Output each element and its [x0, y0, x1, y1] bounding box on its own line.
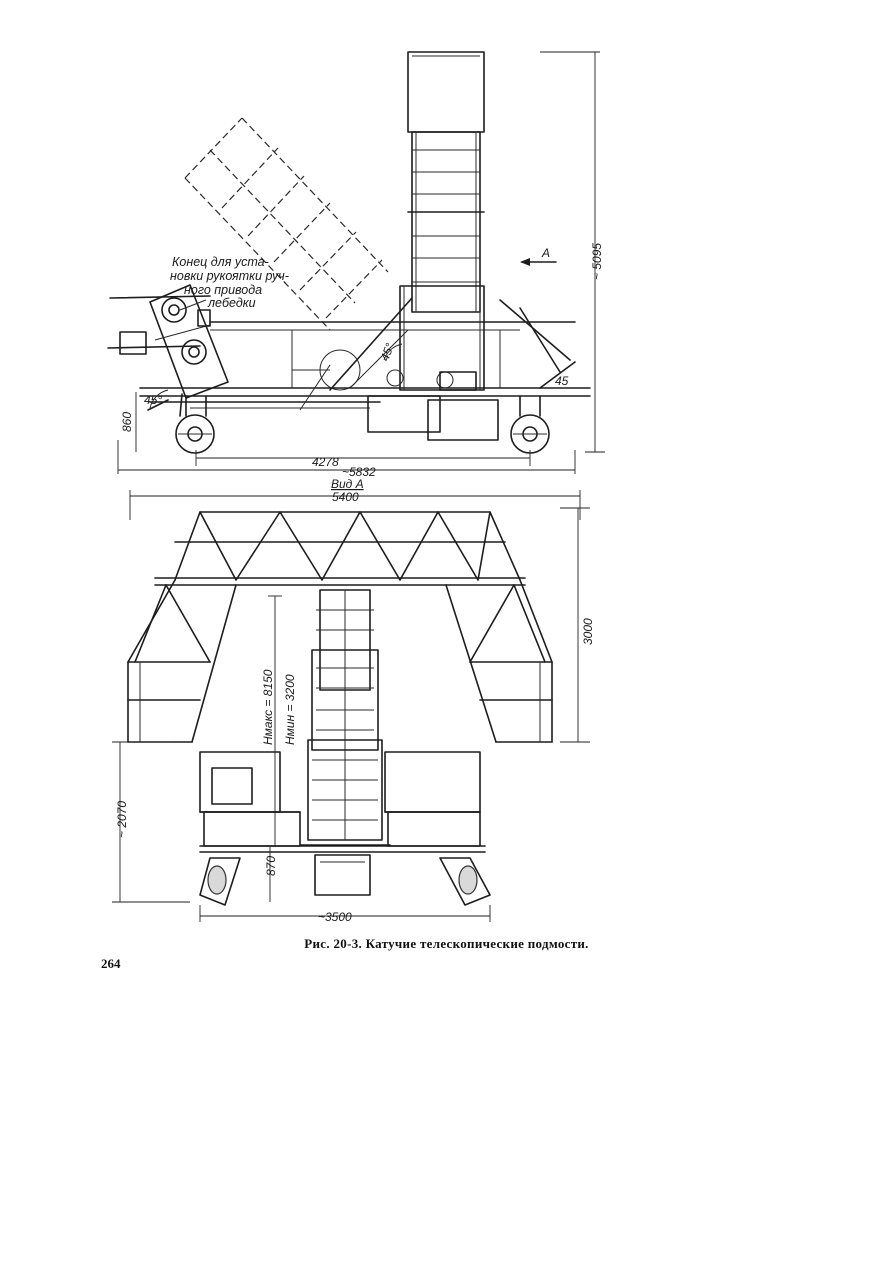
side-view: Конец для уста- новки рукоятки руч- ного… [107, 51, 605, 479]
dim-height-base: 860 [120, 412, 134, 432]
winch-block [107, 284, 229, 417]
note-line-3: ного привода [184, 283, 262, 297]
winch-note: Конец для уста- новки рукоятки руч- ного… [170, 255, 289, 311]
dim-top-width: 5400 [332, 490, 359, 504]
top-truss [127, 511, 553, 743]
tilted-tower-dashed [184, 117, 389, 331]
dim-angle-center: 45° [378, 341, 397, 363]
front-view: Вид А [112, 477, 595, 924]
vertical-tower [399, 51, 485, 391]
dim-wheelbase: 4278 [312, 455, 339, 469]
right-wheel [510, 395, 550, 454]
dim-base-width: ~3500 [318, 910, 352, 924]
dim-angle-left: 45° [144, 393, 162, 407]
dim-base-height: 870 [264, 856, 278, 876]
front-view-title: Вид А [331, 477, 364, 491]
front-dimensions: 5400 3000 Hмакс = 8150 Hмин = 3200 ~ 207… [112, 490, 595, 924]
dim-h-min: Hмин = 3200 [283, 674, 297, 745]
note-line-4: лебедки [207, 296, 256, 310]
front-mast [299, 589, 391, 896]
note-line-2: новки рукоятки руч- [170, 269, 289, 283]
dim-h-max: Hмакс = 8150 [261, 669, 275, 745]
figure-caption: Рис. 20-3. Катучие телескопические подмо… [304, 936, 589, 951]
page-number: 264 [101, 956, 121, 971]
front-base [199, 751, 491, 906]
left-wheel [175, 395, 215, 454]
chassis-frame [139, 297, 591, 441]
dim-total-length: ~5832 [342, 465, 376, 479]
dim-top-height: 3000 [581, 618, 595, 645]
note-line-1: Конец для уста- [172, 255, 269, 269]
dim-angle-right: 45 [555, 374, 569, 388]
side-dimensions: ~ 5095 860 4278 ~5832 45° 45° 45 [117, 51, 605, 479]
view-arrow-label: A [541, 246, 550, 260]
view-arrow-a: A [520, 246, 557, 266]
dim-lower-height: ~ 2070 [115, 801, 129, 838]
dim-height-total: ~ 5095 [590, 243, 604, 280]
